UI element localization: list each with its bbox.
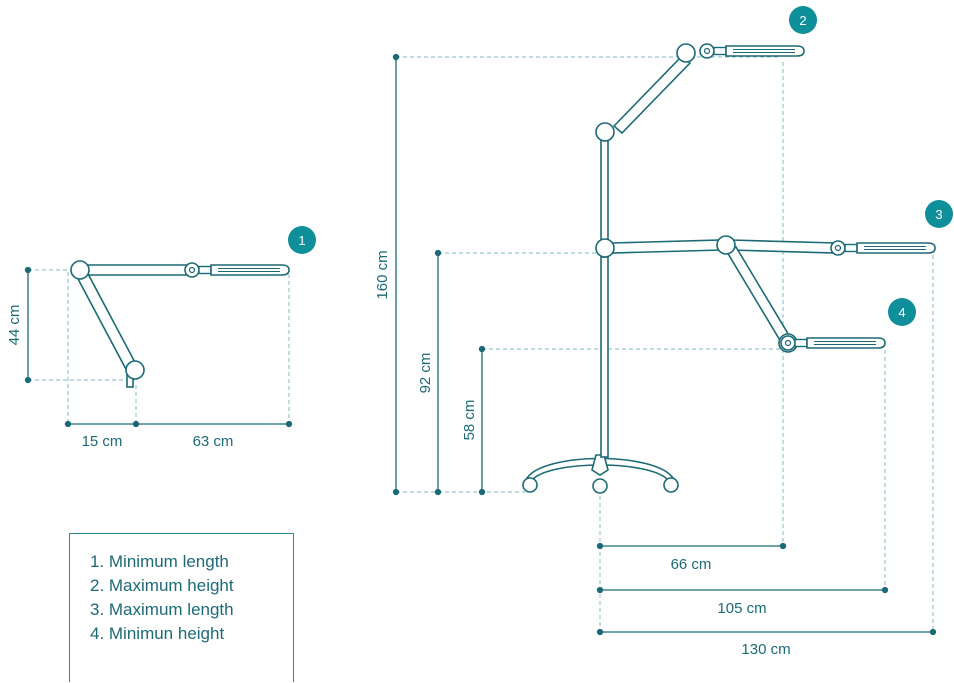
badge-4: 4 — [888, 298, 916, 326]
label-63cm: 63 cm — [193, 433, 234, 450]
label-105cm: 105 cm — [717, 600, 766, 617]
svg-text:3: 3 — [935, 207, 942, 222]
legend-box: 1. Minimum length 2. Maximum height 3. M… — [69, 533, 294, 682]
svg-text:2: 2 — [799, 13, 806, 28]
legend-item-minimum-length: 1. Minimum length — [90, 552, 229, 571]
lamp-minimum-length — [24, 260, 293, 428]
svg-text:1: 1 — [298, 233, 305, 248]
legend-item-minimum-height: 4. Minimun height — [90, 624, 225, 643]
label-130cm: 130 cm — [741, 641, 790, 658]
legend-item-maximum-length: 3. Maximum length — [90, 600, 234, 619]
label-92cm: 92 cm — [417, 353, 434, 394]
label-160cm: 160 cm — [374, 250, 391, 299]
legend-item-maximum-height: 2. Maximum height — [90, 576, 234, 595]
badge-2: 2 — [789, 6, 817, 34]
label-15cm: 15 cm — [82, 433, 123, 450]
badge-3: 3 — [925, 200, 953, 228]
badge-1: 1 — [288, 226, 316, 254]
label-44cm: 44 cm — [6, 305, 23, 346]
label-66cm: 66 cm — [671, 556, 712, 573]
svg-text:4: 4 — [898, 305, 905, 320]
floor-lamp — [392, 43, 937, 636]
label-58cm: 58 cm — [461, 400, 478, 441]
